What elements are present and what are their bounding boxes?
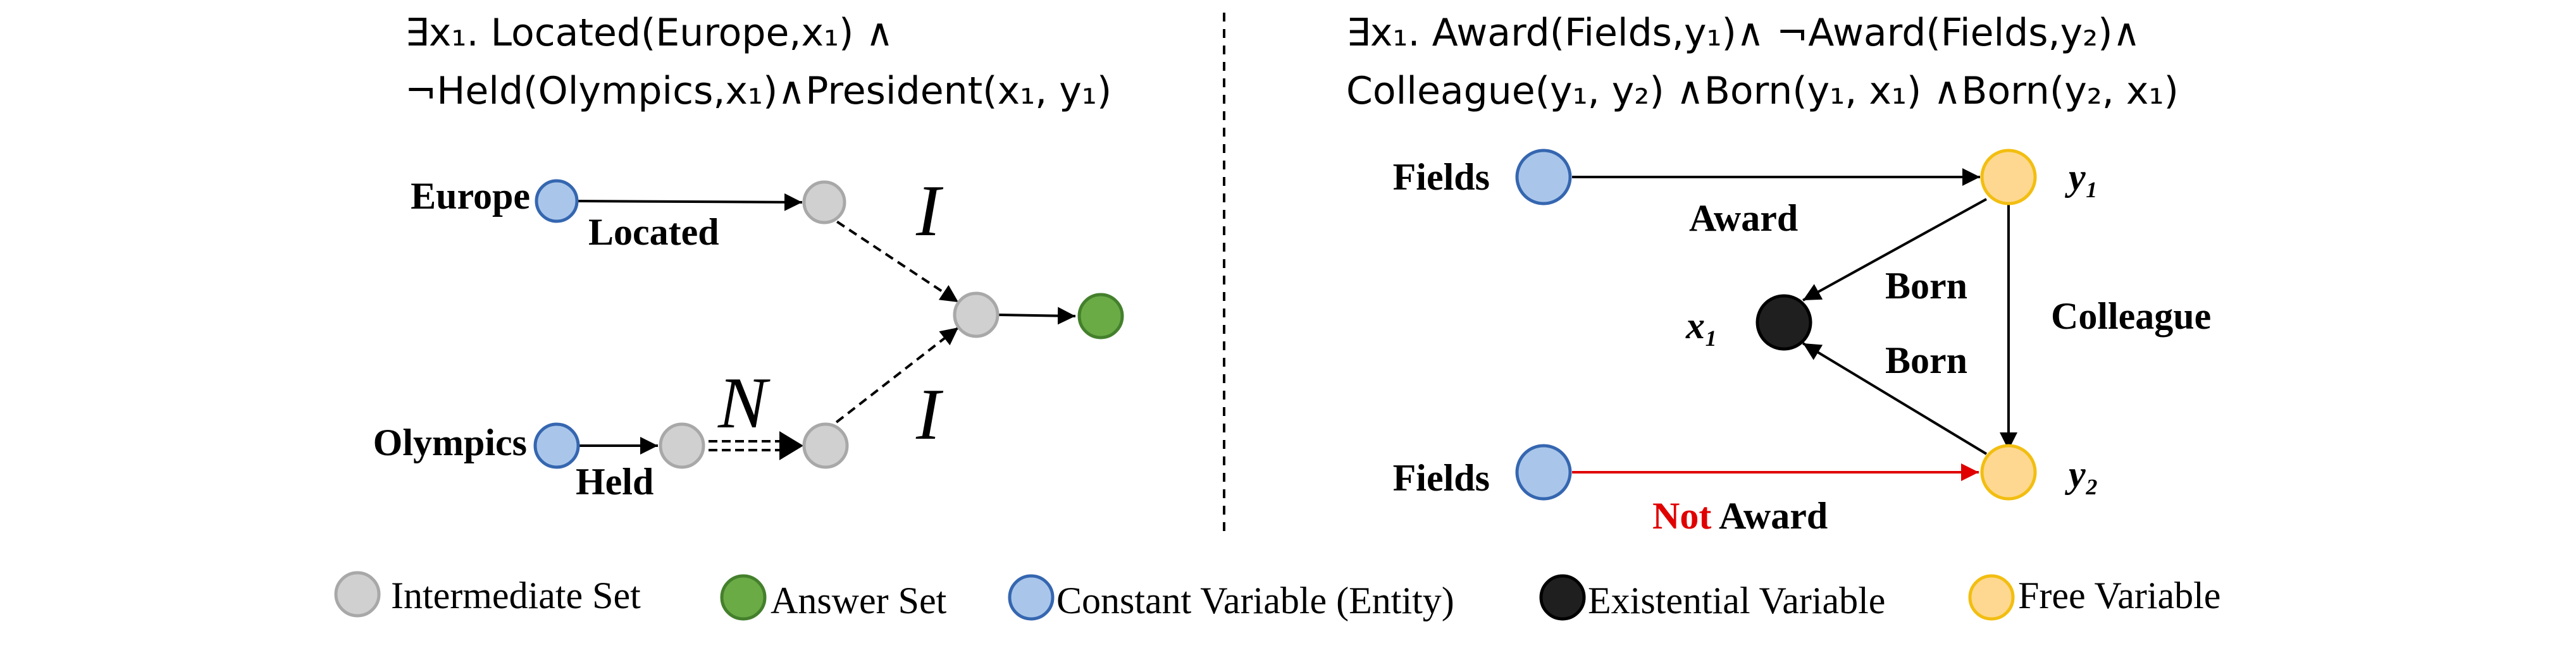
label-fields-top: Fields (1393, 156, 1490, 198)
label-intersection-bottom: I (915, 374, 944, 455)
node-olympics-constant (533, 422, 580, 469)
node-y2-free (1980, 444, 2037, 501)
label-negation: N (717, 363, 771, 444)
label-olympics: Olympics (373, 422, 527, 463)
label-held: Held (576, 461, 653, 503)
node-fields-bottom-constant (1515, 444, 1572, 501)
label-x1: x₁ (1685, 305, 1718, 346)
right-formula-line2: Colleague(y₁, y₂) ∧Born(y₁, x₁) ∧Born(y₂… (1346, 69, 2179, 113)
node-y1-free (1980, 149, 2037, 205)
node-fields-top-constant (1515, 149, 1572, 205)
label-y2: y₂ (2065, 453, 2099, 495)
legend-constant-swatch (1008, 574, 1055, 621)
node-intermediate-negated (802, 422, 849, 469)
label-born-top: Born (1885, 265, 1967, 307)
node-intermediate-located (802, 180, 846, 224)
right-formula-line1: ∃x₁. Award(Fields,y₁)∧ ¬Award(Fields,y₂)… (1346, 11, 2141, 55)
node-intermediate-held (659, 422, 705, 469)
label-located: Located (588, 211, 719, 253)
label-born-bottom: Born (1885, 339, 1967, 381)
edge-located (576, 193, 803, 211)
label-intersection-top: I (915, 171, 944, 252)
node-answer (1077, 293, 1124, 339)
left-formula-line2: ¬Held(Olympics,x₁)∧President(x₁, y₁) (405, 69, 1112, 113)
edge-to-answer (998, 307, 1076, 325)
label-y1: y₁ (2065, 156, 2099, 198)
legend: Intermediate Set Answer Set Constant Var… (334, 571, 2220, 621)
label-colleague: Colleague (2051, 295, 2211, 337)
left-formula-line1: ∃x₁. Located(Europe,x₁) ∧ (405, 11, 893, 55)
legend-answer-label: Answer Set (771, 580, 947, 621)
node-x1-existential (1756, 294, 1812, 351)
legend-free-label: Free Variable (2018, 575, 2220, 616)
label-award-bottom: Award (1719, 495, 1828, 537)
label-europe: Europe (411, 175, 530, 217)
label-award: Award (1689, 197, 1798, 239)
node-europe-constant (535, 179, 579, 223)
legend-existential-label: Existential Variable (1588, 580, 1885, 621)
label-fields-bottom: Fields (1393, 457, 1490, 499)
edge-born-y1 (1802, 198, 1987, 302)
edge-intersection-top (824, 212, 960, 303)
legend-free-swatch (1968, 574, 2015, 621)
node-intermediate-intersection (953, 291, 1000, 338)
legend-intermediate-swatch (334, 571, 381, 618)
legend-constant-label: Constant Variable (Entity) (1056, 580, 1454, 621)
legend-intermediate-label: Intermediate Set (391, 575, 641, 616)
edge-born-y2 (1802, 342, 1988, 455)
legend-existential-swatch (1539, 574, 1586, 621)
label-not: Not (1652, 495, 1711, 537)
legend-answer-swatch (720, 574, 767, 621)
edge-negation (709, 431, 803, 460)
label-not-award: Not Award (1652, 495, 1828, 537)
